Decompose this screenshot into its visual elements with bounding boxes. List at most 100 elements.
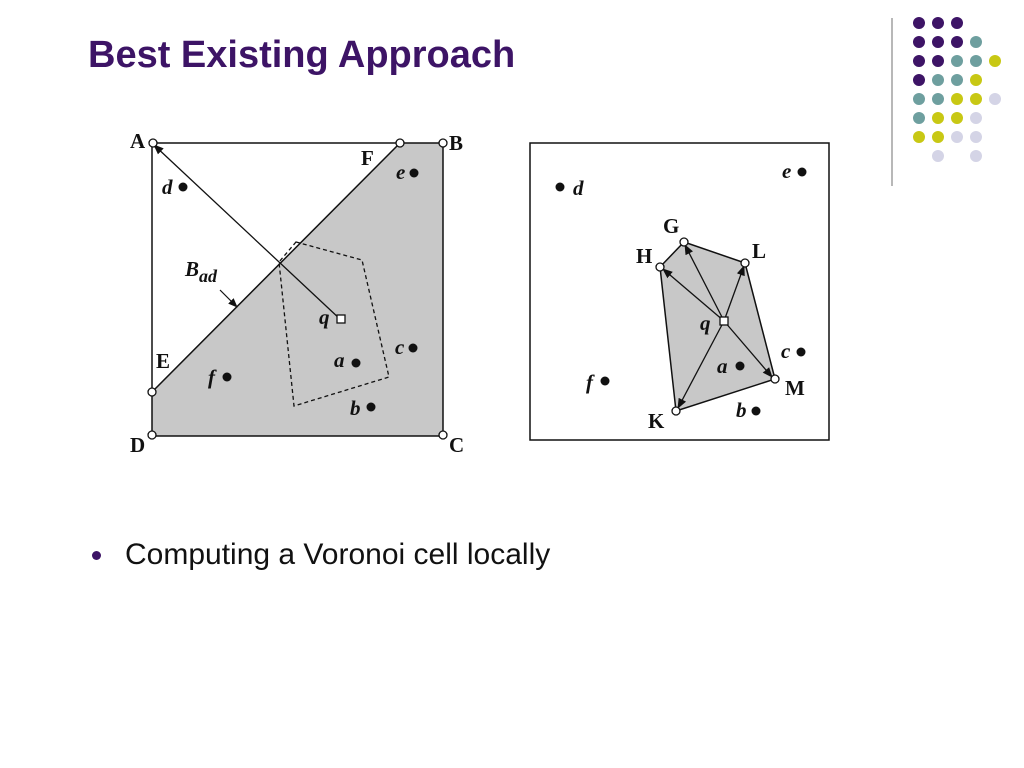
label-site-d: d: [162, 175, 173, 199]
left-figure: A B C D E F d e f a b c q Bad: [130, 129, 464, 457]
deco-dot: [989, 93, 1001, 105]
bisector-line: [151, 142, 401, 393]
label-bisector: Bad: [184, 257, 218, 286]
right-label-query-q: q: [700, 311, 711, 335]
voronoi-cell-dashed: [278, 241, 390, 407]
voronoi-cell: [659, 241, 776, 412]
right-bounding-box: [529, 142, 830, 441]
bullet-marker: [92, 550, 101, 560]
label-f: F: [361, 146, 374, 170]
deco-dot: [913, 112, 925, 124]
right-label-site-f: f: [586, 370, 595, 394]
label-query-q: q: [319, 305, 330, 329]
deco-dot: [913, 55, 925, 67]
right-site-a-dot: [735, 361, 745, 371]
label-d: D: [130, 433, 145, 457]
label-m: M: [785, 376, 805, 400]
deco-dot: [932, 150, 944, 162]
deco-dot: [970, 36, 982, 48]
label-e: E: [156, 349, 170, 373]
corner-d-marker: [147, 430, 157, 440]
bullet-item: Computing a Voronoi cell locally: [92, 538, 550, 572]
deco-dot: [970, 112, 982, 124]
label-h: H: [636, 244, 652, 268]
arrow-q-to-l: [723, 265, 745, 322]
deco-dot: [951, 55, 963, 67]
right-site-c-dot: [796, 347, 806, 357]
vertex-m-marker: [770, 374, 780, 384]
right-label-site-d: d: [573, 176, 584, 200]
arrow-q-to-k: [677, 320, 725, 409]
label-site-c: c: [395, 335, 405, 359]
arrow-q-to-m: [723, 320, 773, 378]
deco-dot: [951, 36, 963, 48]
deco-dot: [989, 55, 1001, 67]
label-a: A: [130, 129, 146, 153]
site-d-dot: [178, 182, 188, 192]
corner-f-marker: [395, 138, 405, 148]
voronoi-figures: A B C D E F d e f a b c q Bad: [130, 129, 830, 457]
right-label-site-a: a: [717, 354, 728, 378]
half-plane-region: [152, 143, 443, 436]
label-site-f: f: [208, 365, 217, 389]
site-c-dot: [408, 343, 418, 353]
site-b-dot: [366, 402, 376, 412]
label-site-a: a: [334, 348, 345, 372]
corner-a-marker: [148, 138, 158, 148]
site-f-dot: [222, 372, 232, 382]
deco-dot: [913, 36, 925, 48]
bounding-square: [151, 142, 444, 437]
deco-dot: [970, 131, 982, 143]
arrow-q-to-g: [684, 244, 725, 322]
right-site-b-dot: [751, 406, 761, 416]
deco-dot: [970, 55, 982, 67]
deco-dot: [951, 112, 963, 124]
label-l: L: [752, 239, 766, 263]
deco-dot: [951, 131, 963, 143]
deco-dot: [913, 131, 925, 143]
deco-dot: [932, 17, 944, 29]
decorative-dot-grid: [891, 17, 1001, 186]
vertex-g-marker: [679, 237, 689, 247]
right-label-site-c: c: [781, 339, 791, 363]
right-label-site-b: b: [736, 398, 747, 422]
q-to-a-arrow: [153, 144, 342, 321]
right-figure: G H L K M d e f a b c q: [529, 142, 830, 441]
bullet-text: Computing a Voronoi cell locally: [125, 538, 551, 571]
corner-c-marker: [438, 430, 448, 440]
right-query-point-marker: [719, 316, 729, 326]
corner-e-marker: [147, 387, 157, 397]
deco-dot: [951, 93, 963, 105]
arrow-q-to-h: [662, 268, 725, 322]
right-label-site-e: e: [782, 159, 791, 183]
site-e-dot: [409, 168, 419, 178]
deco-dot: [970, 150, 982, 162]
dot-grid: [913, 17, 1001, 162]
deco-dot: [932, 55, 944, 67]
bisector-label-pointer: [219, 289, 238, 308]
deco-dot: [932, 131, 944, 143]
site-a-dot: [351, 358, 361, 368]
deco-dot: [932, 74, 944, 86]
label-c: C: [449, 433, 464, 457]
vertex-k-marker: [671, 406, 681, 416]
deco-dot: [970, 74, 982, 86]
corner-b-marker: [438, 138, 448, 148]
deco-dot: [951, 74, 963, 86]
deco-dot: [913, 93, 925, 105]
right-site-d-dot: [555, 182, 565, 192]
right-site-f-dot: [600, 376, 610, 386]
label-k: K: [648, 409, 665, 433]
query-point-marker: [336, 314, 346, 324]
deco-dot: [932, 93, 944, 105]
slide-title: Best Existing Approach: [88, 34, 516, 76]
label-site-e: e: [396, 160, 405, 184]
label-site-b: b: [350, 396, 361, 420]
label-g: G: [663, 214, 679, 238]
deco-dot: [970, 93, 982, 105]
deco-dot: [913, 17, 925, 29]
deco-dot: [932, 112, 944, 124]
label-b: B: [449, 131, 463, 155]
vertex-h-marker: [655, 262, 665, 272]
vertex-l-marker: [740, 258, 750, 268]
